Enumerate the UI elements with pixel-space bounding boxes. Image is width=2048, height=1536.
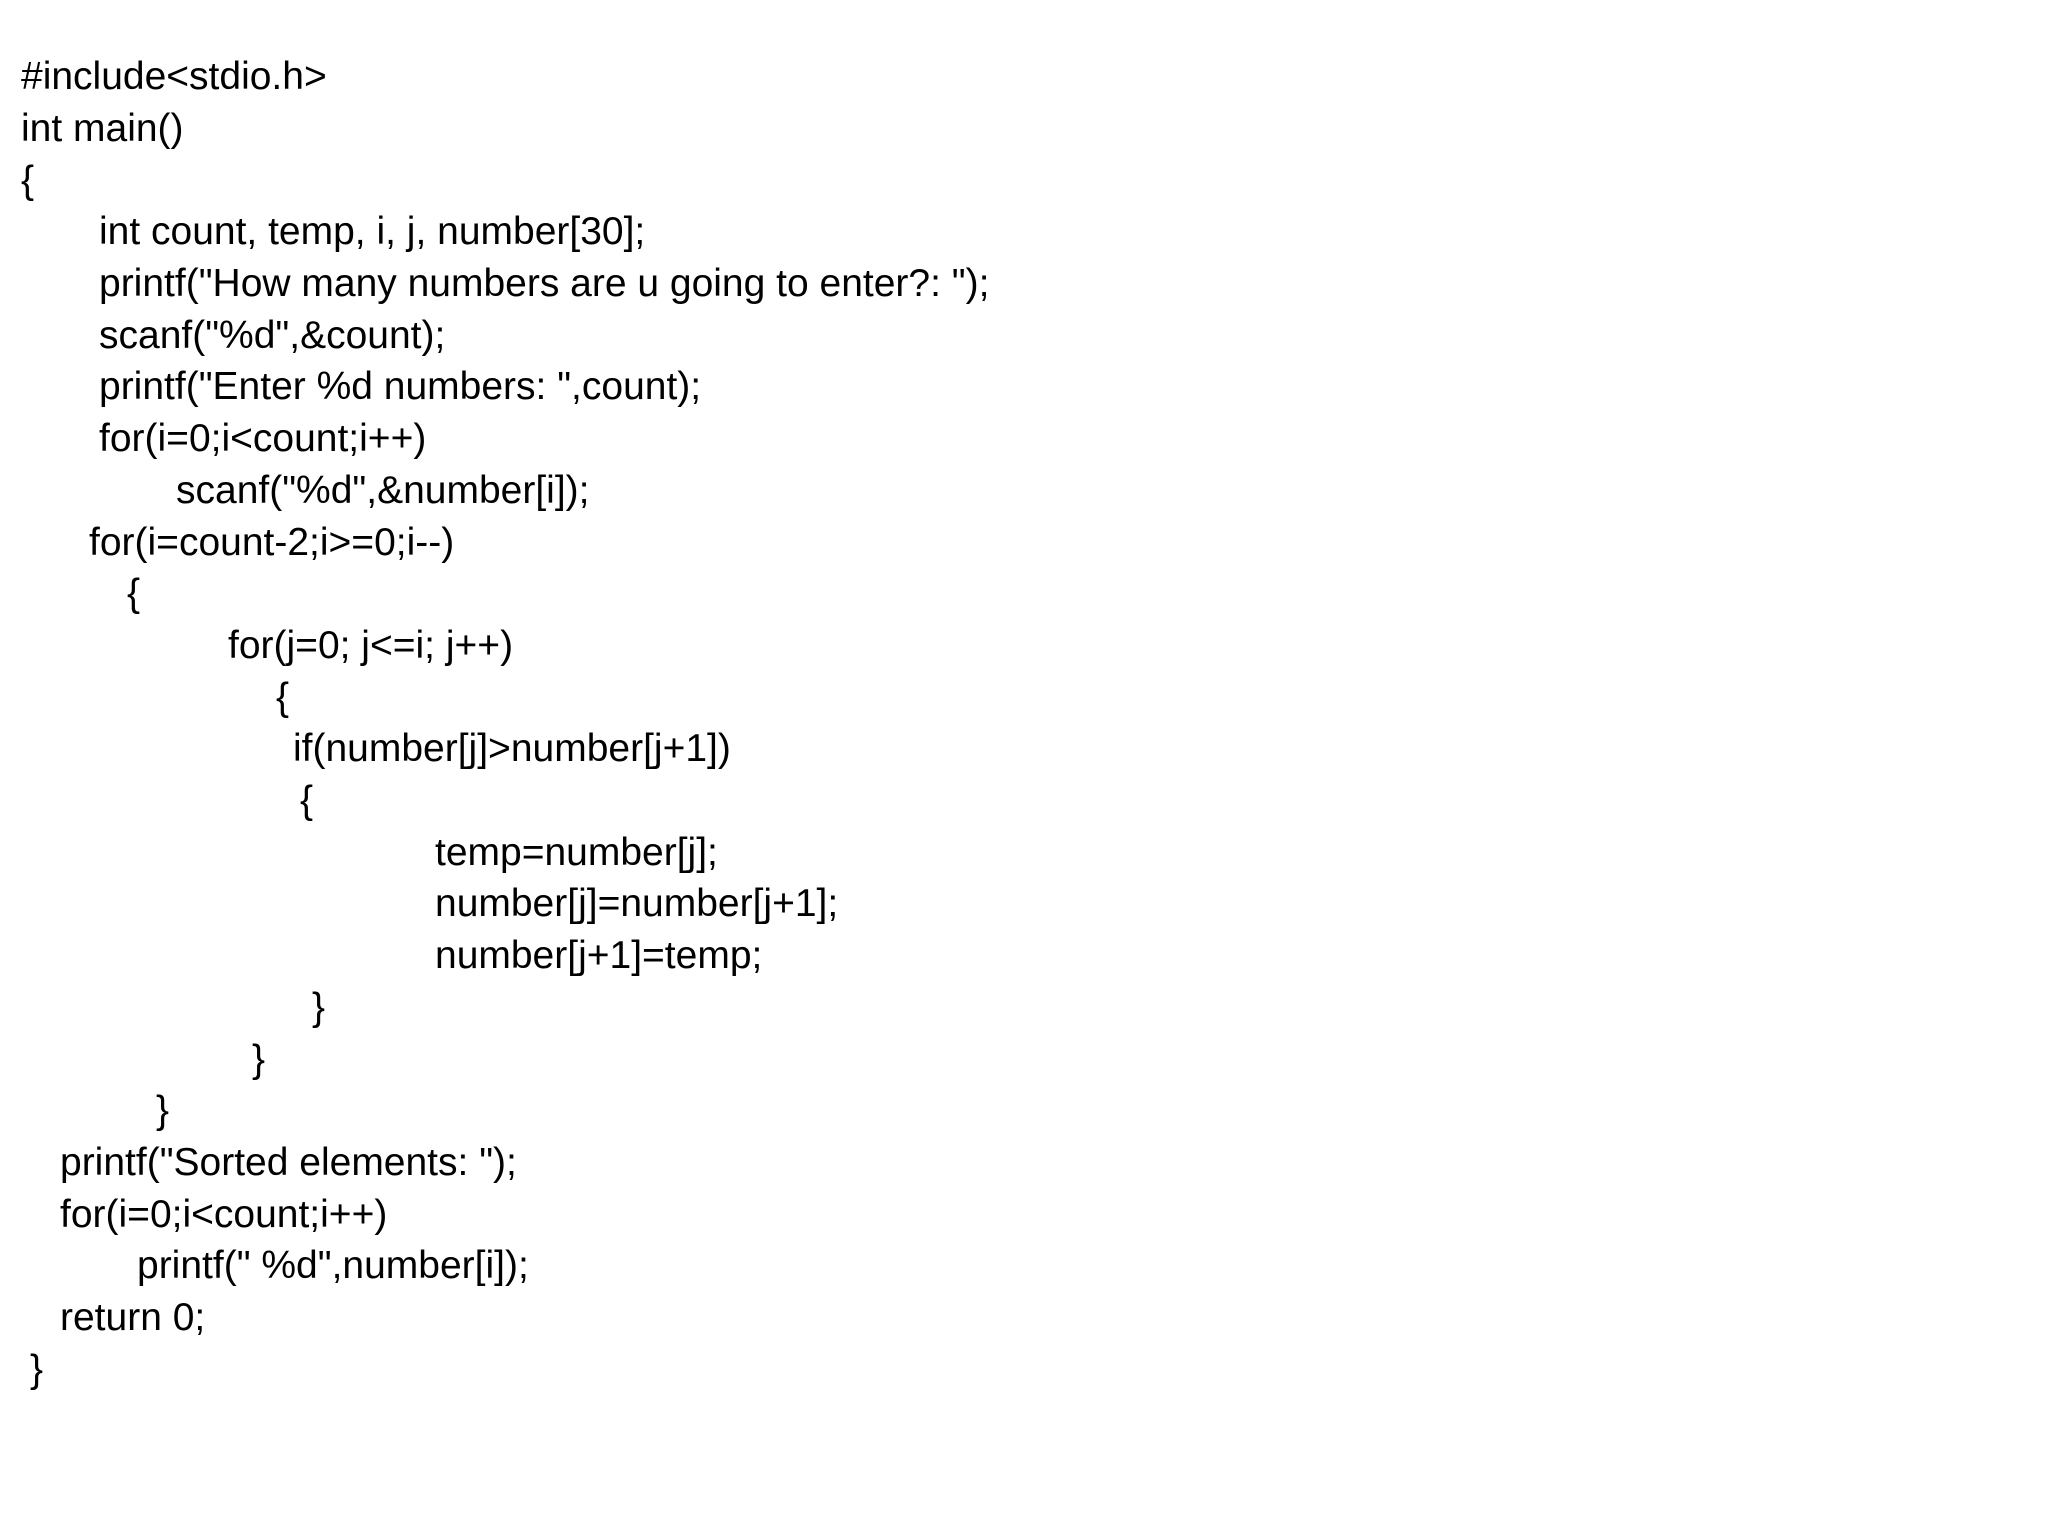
code-line: scanf("%d",&count); <box>99 314 446 357</box>
code-line: scanf("%d",&number[i]); <box>176 469 590 512</box>
code-line: { <box>127 572 141 615</box>
code-line: number[j+1]=temp; <box>435 934 763 977</box>
code-line: temp=number[j]; <box>435 831 718 874</box>
code-line: { <box>300 779 314 822</box>
code-line: for(i=0;i<count;i++) <box>99 417 427 460</box>
code-line: return 0; <box>60 1296 206 1339</box>
code-line: printf(" %d",number[i]); <box>137 1244 529 1287</box>
code-line: number[j]=number[j+1]; <box>435 882 839 925</box>
code-line: printf("How many numbers are u going to … <box>99 262 990 305</box>
code-line: } <box>312 986 326 1029</box>
code-line: for(j=0; j<=i; j++) <box>228 624 514 667</box>
code-line: { <box>21 159 35 202</box>
code-line: int main() <box>21 107 184 150</box>
code-line: for(i=0;i<count;i++) <box>60 1193 388 1236</box>
code-line: printf("Sorted elements: "); <box>60 1141 517 1184</box>
code-line: for(i=count-2;i>=0;i--) <box>89 521 455 564</box>
code-line: } <box>30 1348 44 1391</box>
code-line: if(number[j]>number[j+1]) <box>293 727 731 770</box>
code-line: } <box>252 1038 266 1081</box>
code-line: } <box>156 1089 170 1132</box>
code-line: printf("Enter %d numbers: ",count); <box>99 365 702 408</box>
code-line: { <box>276 676 290 719</box>
code-line: int count, temp, i, j, number[30]; <box>99 210 646 253</box>
code-line: #include<stdio.h> <box>21 55 327 98</box>
